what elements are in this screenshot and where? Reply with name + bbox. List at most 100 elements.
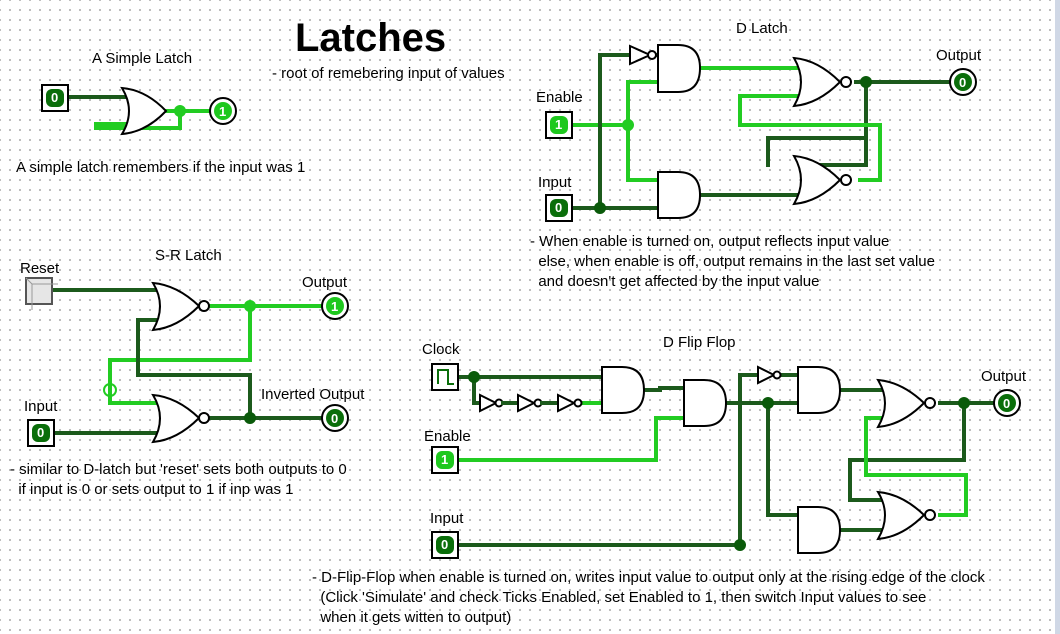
svg-text:1: 1	[331, 299, 338, 314]
junction-dot	[594, 202, 606, 214]
inverter-bubble-icon	[840, 76, 852, 88]
not-gate-icon	[479, 393, 499, 413]
sr-latch-output-led: 1	[321, 292, 349, 320]
simple-latch-note: A simple latch remembers if the input wa…	[16, 159, 306, 176]
simple-latch-circuit: 0 1	[41, 84, 237, 136]
not-gate-icon	[629, 44, 653, 66]
simple-latch-title: A Simple Latch	[92, 50, 193, 67]
junction-dot	[244, 412, 256, 424]
d-latch-circuit: 1 0 0	[545, 44, 977, 222]
junction-dot	[860, 76, 872, 88]
nor-gate-icon	[876, 490, 926, 541]
dff-enable-label: Enable	[424, 428, 471, 445]
not-gate-icon	[557, 393, 577, 413]
junction-dot	[622, 119, 634, 131]
sr-latch-input-pin[interactable]: 0	[27, 419, 55, 447]
sr-latch-circuit: 0 1 0	[25, 277, 349, 447]
inverter-bubble-icon	[647, 50, 657, 60]
nor-gate-icon	[151, 393, 201, 444]
dff-input-label: Input	[430, 510, 464, 527]
d-latch-input-wire	[570, 53, 660, 210]
svg-text:1: 1	[555, 117, 562, 132]
dff-note: - D-Flip-Flop when enable is turned on, …	[312, 569, 985, 626]
and-gate-icon	[657, 171, 702, 219]
svg-text:0: 0	[37, 425, 44, 440]
dff-pulse-wire	[644, 386, 688, 392]
svg-text:1: 1	[441, 452, 448, 467]
d-latch-note: - When enable is turned on, output refle…	[530, 233, 935, 290]
inverter-bubble-icon	[573, 398, 583, 408]
page-title: Latches	[295, 16, 447, 60]
sr-latch-title: S-R Latch	[155, 247, 222, 264]
d-latch-feedback-wire	[738, 94, 882, 182]
d-latch-title: D Latch	[736, 20, 788, 37]
probe-ring	[103, 383, 117, 397]
and-gate-icon	[601, 366, 646, 414]
and-gate-icon	[797, 366, 842, 414]
dff-input-wire	[458, 373, 758, 547]
sr-latch-reset-button[interactable]	[25, 277, 58, 310]
dff-enable-pin[interactable]: 1	[431, 446, 459, 474]
inverter-bubble-icon	[198, 412, 210, 424]
junction-dot	[762, 397, 774, 409]
not-gate-icon	[757, 365, 777, 385]
nor-gate-icon	[876, 378, 926, 429]
d-latch-input-label: Input	[538, 174, 572, 191]
dff-clock-pin[interactable]	[431, 363, 459, 391]
sr-latch-inverted-label: Inverted Output	[261, 386, 365, 403]
d-latch-output-led: 0	[949, 68, 977, 96]
junction-dot	[958, 397, 970, 409]
inverter-bubble-icon	[924, 397, 936, 409]
d-latch-output-label: Output	[936, 47, 982, 64]
dff-input-pin[interactable]: 0	[431, 531, 459, 559]
dff-clock-wire	[458, 375, 606, 405]
sr-latch-inverted-led: 0	[321, 404, 349, 432]
sr-latch-reset-label: Reset	[20, 260, 60, 277]
sr-latch-output-wire	[108, 304, 324, 405]
nor-gate-icon	[792, 154, 842, 206]
dff-output-label: Output	[981, 368, 1027, 385]
junction-dot	[174, 105, 186, 117]
and-gate-icon	[683, 379, 728, 427]
inverter-bubble-icon	[924, 509, 936, 521]
junction-dot	[734, 539, 746, 551]
dff-enable-wire	[458, 416, 688, 462]
and-gate-icon	[797, 506, 842, 554]
svg-text:0: 0	[555, 200, 562, 215]
d-latch-input-pin[interactable]: 0	[545, 194, 573, 222]
d-latch-cross-wire	[766, 136, 868, 167]
scrollbar-edge	[1055, 0, 1060, 634]
not-gate-icon	[517, 393, 537, 413]
simple-latch-output-led: 1	[209, 97, 237, 125]
nor-gate-icon	[151, 281, 201, 332]
svg-text:0: 0	[51, 90, 58, 105]
junction-dot	[244, 300, 256, 312]
dff-feedback-wire	[864, 416, 968, 517]
and-gate-icon	[657, 44, 702, 93]
page-subtitle: - root of remebering input of values	[272, 65, 505, 82]
sr-latch-inverted-wire	[136, 318, 324, 420]
d-latch-enable-wire	[570, 80, 660, 182]
d-latch-enable-label: Enable	[536, 89, 583, 106]
dff-clock-label: Clock	[422, 341, 460, 358]
inverter-bubble-icon	[198, 300, 210, 312]
d-latch-enable-pin[interactable]: 1	[545, 111, 573, 139]
svg-text:0: 0	[441, 537, 448, 552]
svg-text:1: 1	[219, 104, 226, 119]
svg-text:0: 0	[959, 75, 966, 90]
inverter-bubble-icon	[772, 370, 782, 380]
or-gate-icon	[120, 86, 168, 136]
dff-output-led: 0	[993, 389, 1021, 417]
simple-latch-input-pin[interactable]: 0	[41, 84, 69, 112]
inverter-bubble-icon	[840, 174, 852, 186]
dff-title: D Flip Flop	[663, 334, 736, 351]
junction-dot	[468, 371, 480, 383]
sr-latch-output-label: Output	[302, 274, 348, 291]
clock-icon	[437, 369, 454, 385]
svg-text:0: 0	[1003, 396, 1010, 411]
sr-latch-note: - similar to D-latch but 'reset' sets bo…	[10, 461, 347, 498]
sr-latch-input-label: Input	[24, 398, 58, 415]
nor-gate-icon	[792, 56, 842, 108]
